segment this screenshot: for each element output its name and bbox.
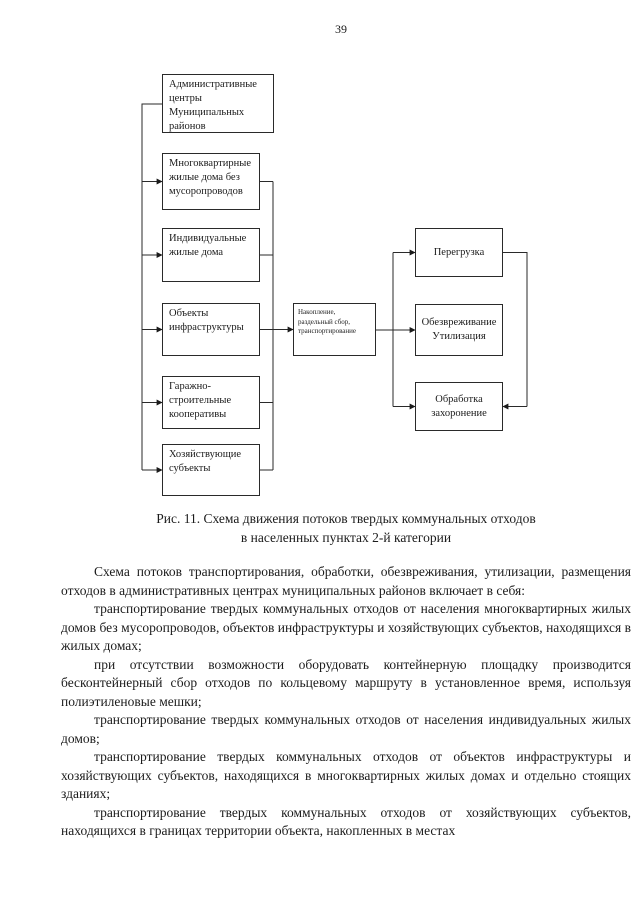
source-box-apartment-buildings: Многоквартирные жилые дома без мусоропро… [162, 153, 260, 210]
paragraph: транспортирование твердых коммунальных о… [61, 804, 631, 839]
figure-caption: Рис. 11. Схема движения потоков твердых … [61, 509, 631, 547]
process-box-collection: Накопление, раздельный сбор, транспортир… [293, 303, 376, 356]
dest-box-treatment: Обработка захоронение [415, 382, 503, 431]
paragraph: при отсутствии возможности оборудовать к… [61, 656, 631, 709]
paragraph: транспортирование твердых коммунальных о… [61, 601, 631, 653]
source-box-garage-coops: Гаражно- строительные кооперативы [162, 376, 260, 429]
dest-box-neutralization: Обезвреживание Утилизация [415, 304, 503, 356]
body-text: Схема потоков транспортирования, обработ… [61, 563, 631, 841]
paragraph: транспортирование твердых коммунальных о… [61, 712, 631, 746]
paragraph: транспортирование твердых коммунальных о… [61, 749, 631, 801]
page-number: 39 [335, 22, 347, 36]
dest-box-transfer: Перегрузка [415, 228, 503, 277]
figure-caption-line2: в населенных пунктах 2-й категории [240, 530, 452, 545]
source-box-infrastructure: Объекты инфраструктуры [162, 303, 260, 356]
source-box-business-entities: Хозяйствующие субъекты [162, 444, 260, 496]
source-box-admin-centers: Административные центры Муниципальных ра… [162, 74, 274, 133]
figure-caption-line1: Рис. 11. Схема движения потоков твердых … [156, 511, 536, 526]
paragraph: Схема потоков транспортирования, обработ… [61, 564, 631, 598]
source-box-individual-houses: Индивидуальные жилые дома [162, 228, 260, 282]
